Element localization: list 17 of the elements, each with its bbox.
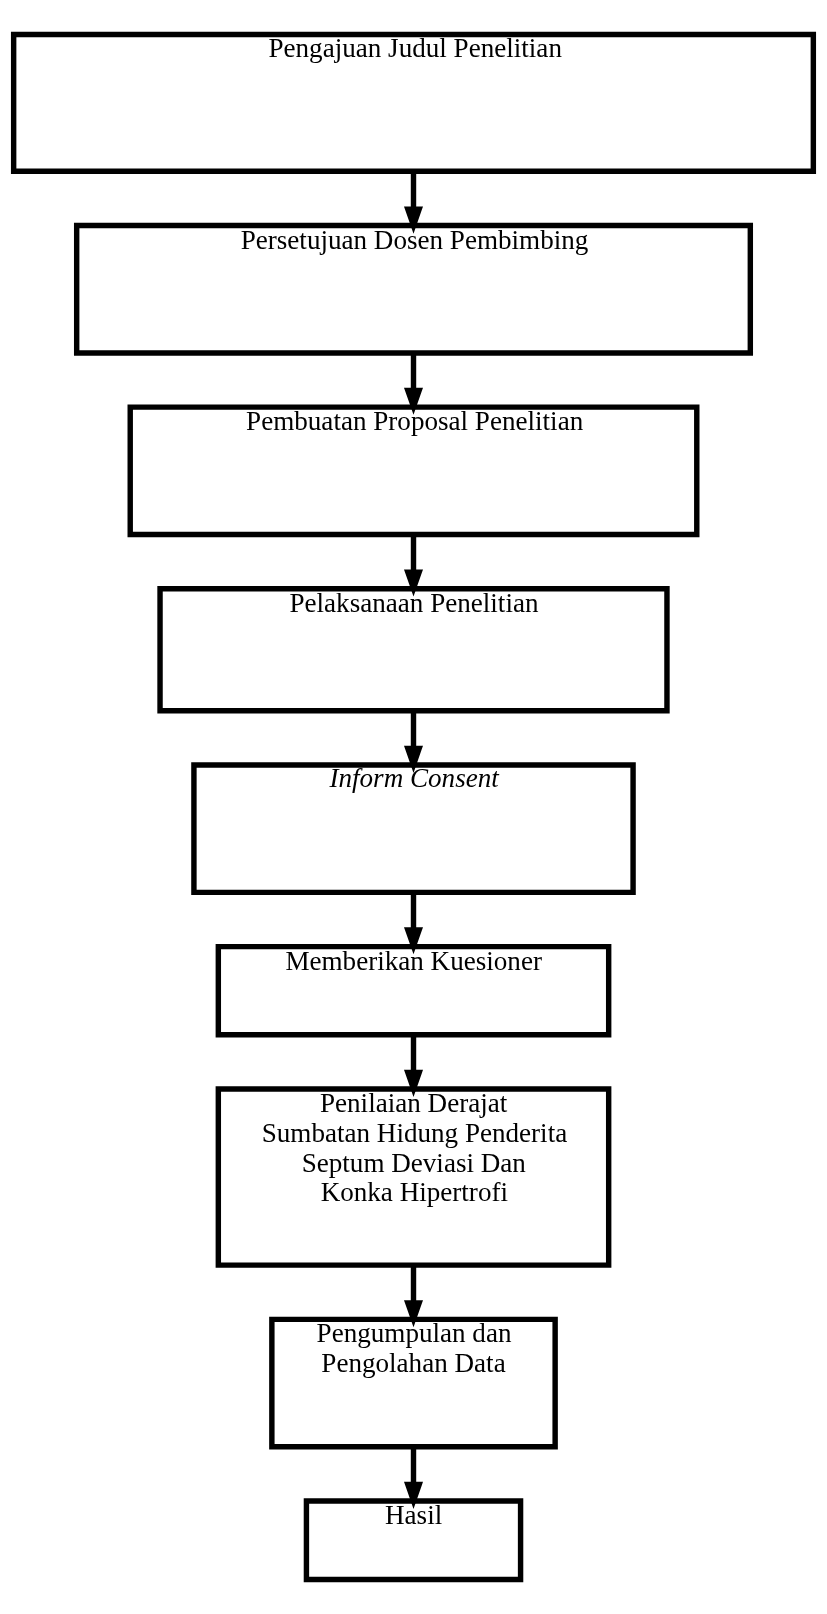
arrow <box>404 171 423 234</box>
arrow <box>404 1446 423 1509</box>
node-box: Pengajuan Judul Penelitian <box>10 31 817 175</box>
arrow <box>404 353 423 415</box>
node-box: Hasil <box>303 1498 524 1583</box>
arrow <box>404 534 423 597</box>
arrow <box>404 1035 423 1097</box>
node-box: Pengumpulan dan Pengolahan Data <box>269 1316 558 1450</box>
node-box: Penilaian Derajat Sumbatan Hidung Penderita Septum Deviasi Dan Konka Hipertrofi <box>215 1086 612 1268</box>
node-box: Persetujuan Dosen Pembimbing <box>73 222 754 356</box>
node-box: Memberikan Kuesioner <box>215 943 612 1038</box>
node-box: Pembuatan Proposal Penelitian <box>127 404 700 538</box>
node-box: Pelaksanaan Penelitian <box>157 586 670 714</box>
arrow <box>404 1265 423 1328</box>
node-box: Inform Consent <box>191 762 636 896</box>
arrow <box>404 710 423 773</box>
arrow <box>404 892 423 955</box>
